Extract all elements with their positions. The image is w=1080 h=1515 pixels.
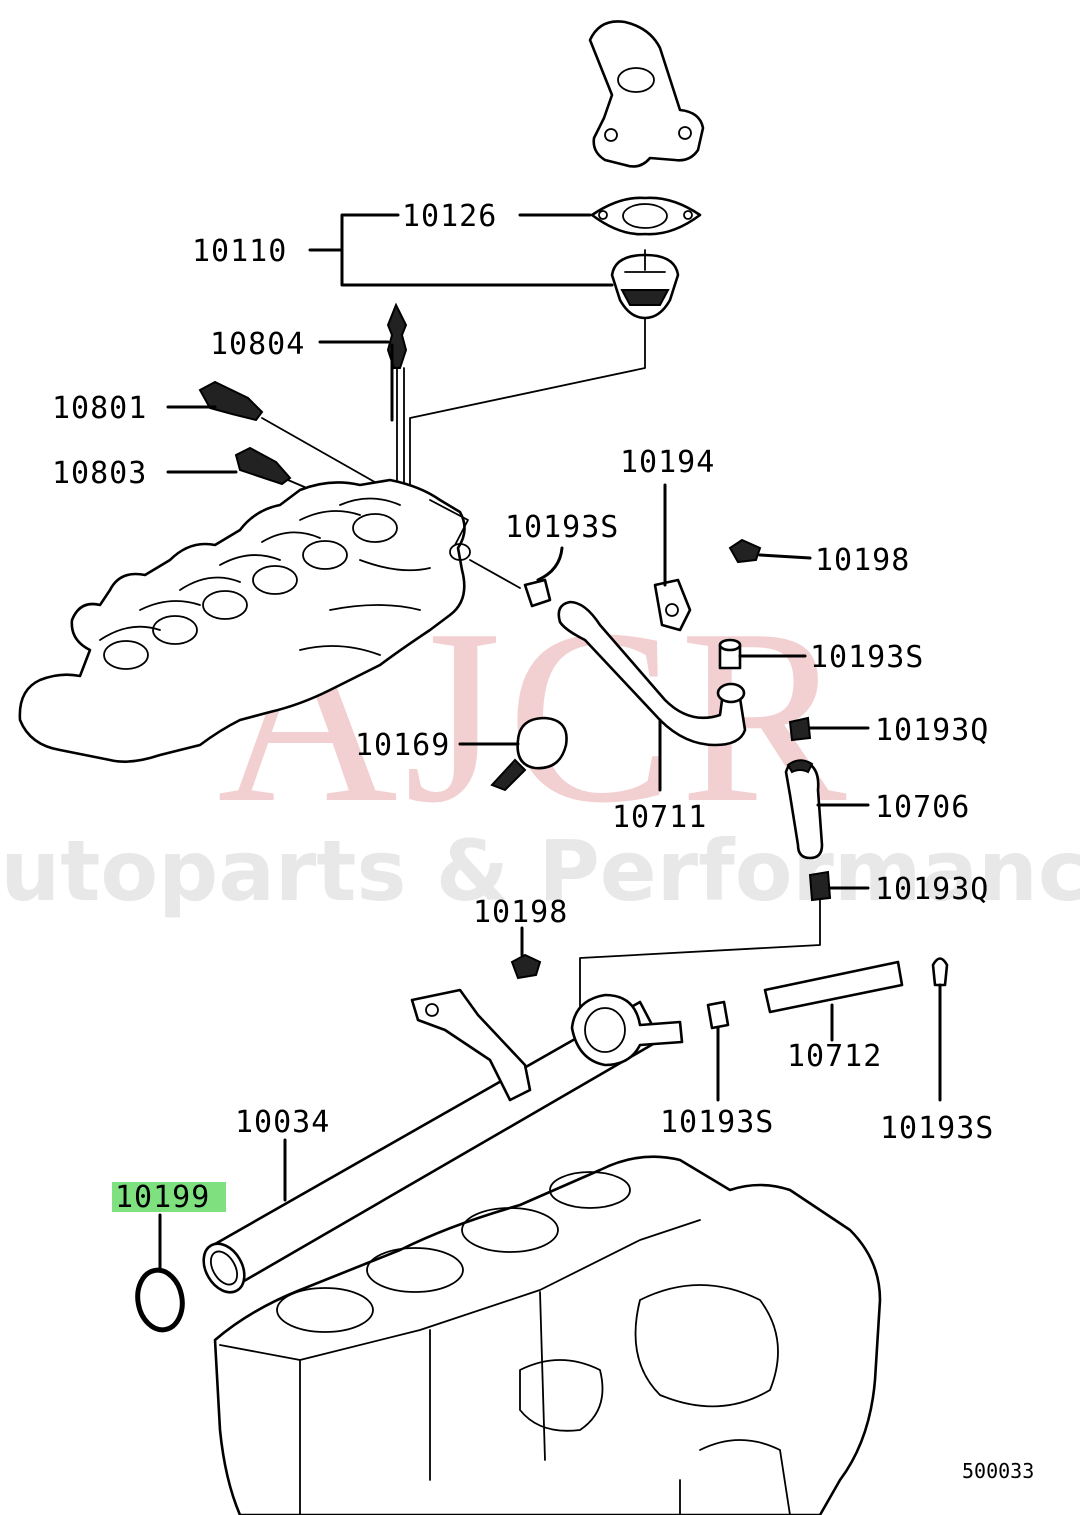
label-10193Q-a: 10193Q (875, 713, 989, 748)
water-pipe-10034 (202, 988, 684, 1294)
clamp-10193S-a (523, 578, 552, 608)
label-10193S-b: 10193S (810, 640, 924, 675)
watermark-tagline: Autoparts & Performance (0, 822, 1080, 920)
hose-10711 (557, 600, 747, 747)
label-10198-a: 10198 (815, 543, 910, 578)
clamp-10193S-b (718, 638, 742, 670)
label-10034: 10034 (235, 1105, 330, 1140)
label-10804: 10804 (210, 327, 305, 362)
label-10706: 10706 (875, 790, 970, 825)
highlight-10199 (112, 1182, 226, 1212)
label-10193S-d: 10193S (880, 1111, 994, 1146)
label-10711: 10711 (612, 800, 707, 835)
part-labels: 10110 10126 10804 10801 10803 10194 1019… (52, 199, 1034, 1483)
intake-manifold (18, 478, 471, 763)
label-10169: 10169 (355, 728, 450, 763)
label-10801: 10801 (52, 391, 147, 426)
clamp-10193S-d (931, 957, 949, 987)
label-10126: 10126 (402, 199, 497, 234)
clamp-10193Q-b (808, 870, 832, 902)
engine-block (213, 1155, 882, 1515)
bolt-10198-b (510, 953, 542, 980)
sensor-10803 (234, 446, 292, 486)
label-10803: 10803 (52, 456, 147, 491)
label-10193S-a: 10193S (505, 510, 619, 545)
clamp-10193S-c (706, 1000, 730, 1030)
gasket-10126 (590, 196, 702, 236)
label-10199: 10199 (115, 1180, 210, 1215)
hose-10706 (784, 759, 824, 860)
thermostat (610, 253, 680, 320)
label-10194: 10194 (620, 445, 715, 480)
o-ring-10199 (135, 1267, 185, 1333)
bracket-10194 (653, 578, 692, 632)
label-10198-b: 10198 (473, 895, 568, 930)
hose-10712 (763, 960, 904, 1014)
clamp-10193Q-a (788, 716, 812, 742)
label-10193Q-b: 10193Q (875, 872, 989, 907)
clamp-10169 (490, 716, 568, 792)
label-10193S-c: 10193S (660, 1105, 774, 1140)
sensor-10801 (198, 380, 264, 422)
label-10110: 10110 (192, 234, 287, 269)
diagram-code: 500033 (962, 1459, 1034, 1483)
bolt-10198-a (728, 538, 762, 564)
label-10712: 10712 (787, 1039, 882, 1074)
water-outlet-fitting (588, 20, 705, 168)
